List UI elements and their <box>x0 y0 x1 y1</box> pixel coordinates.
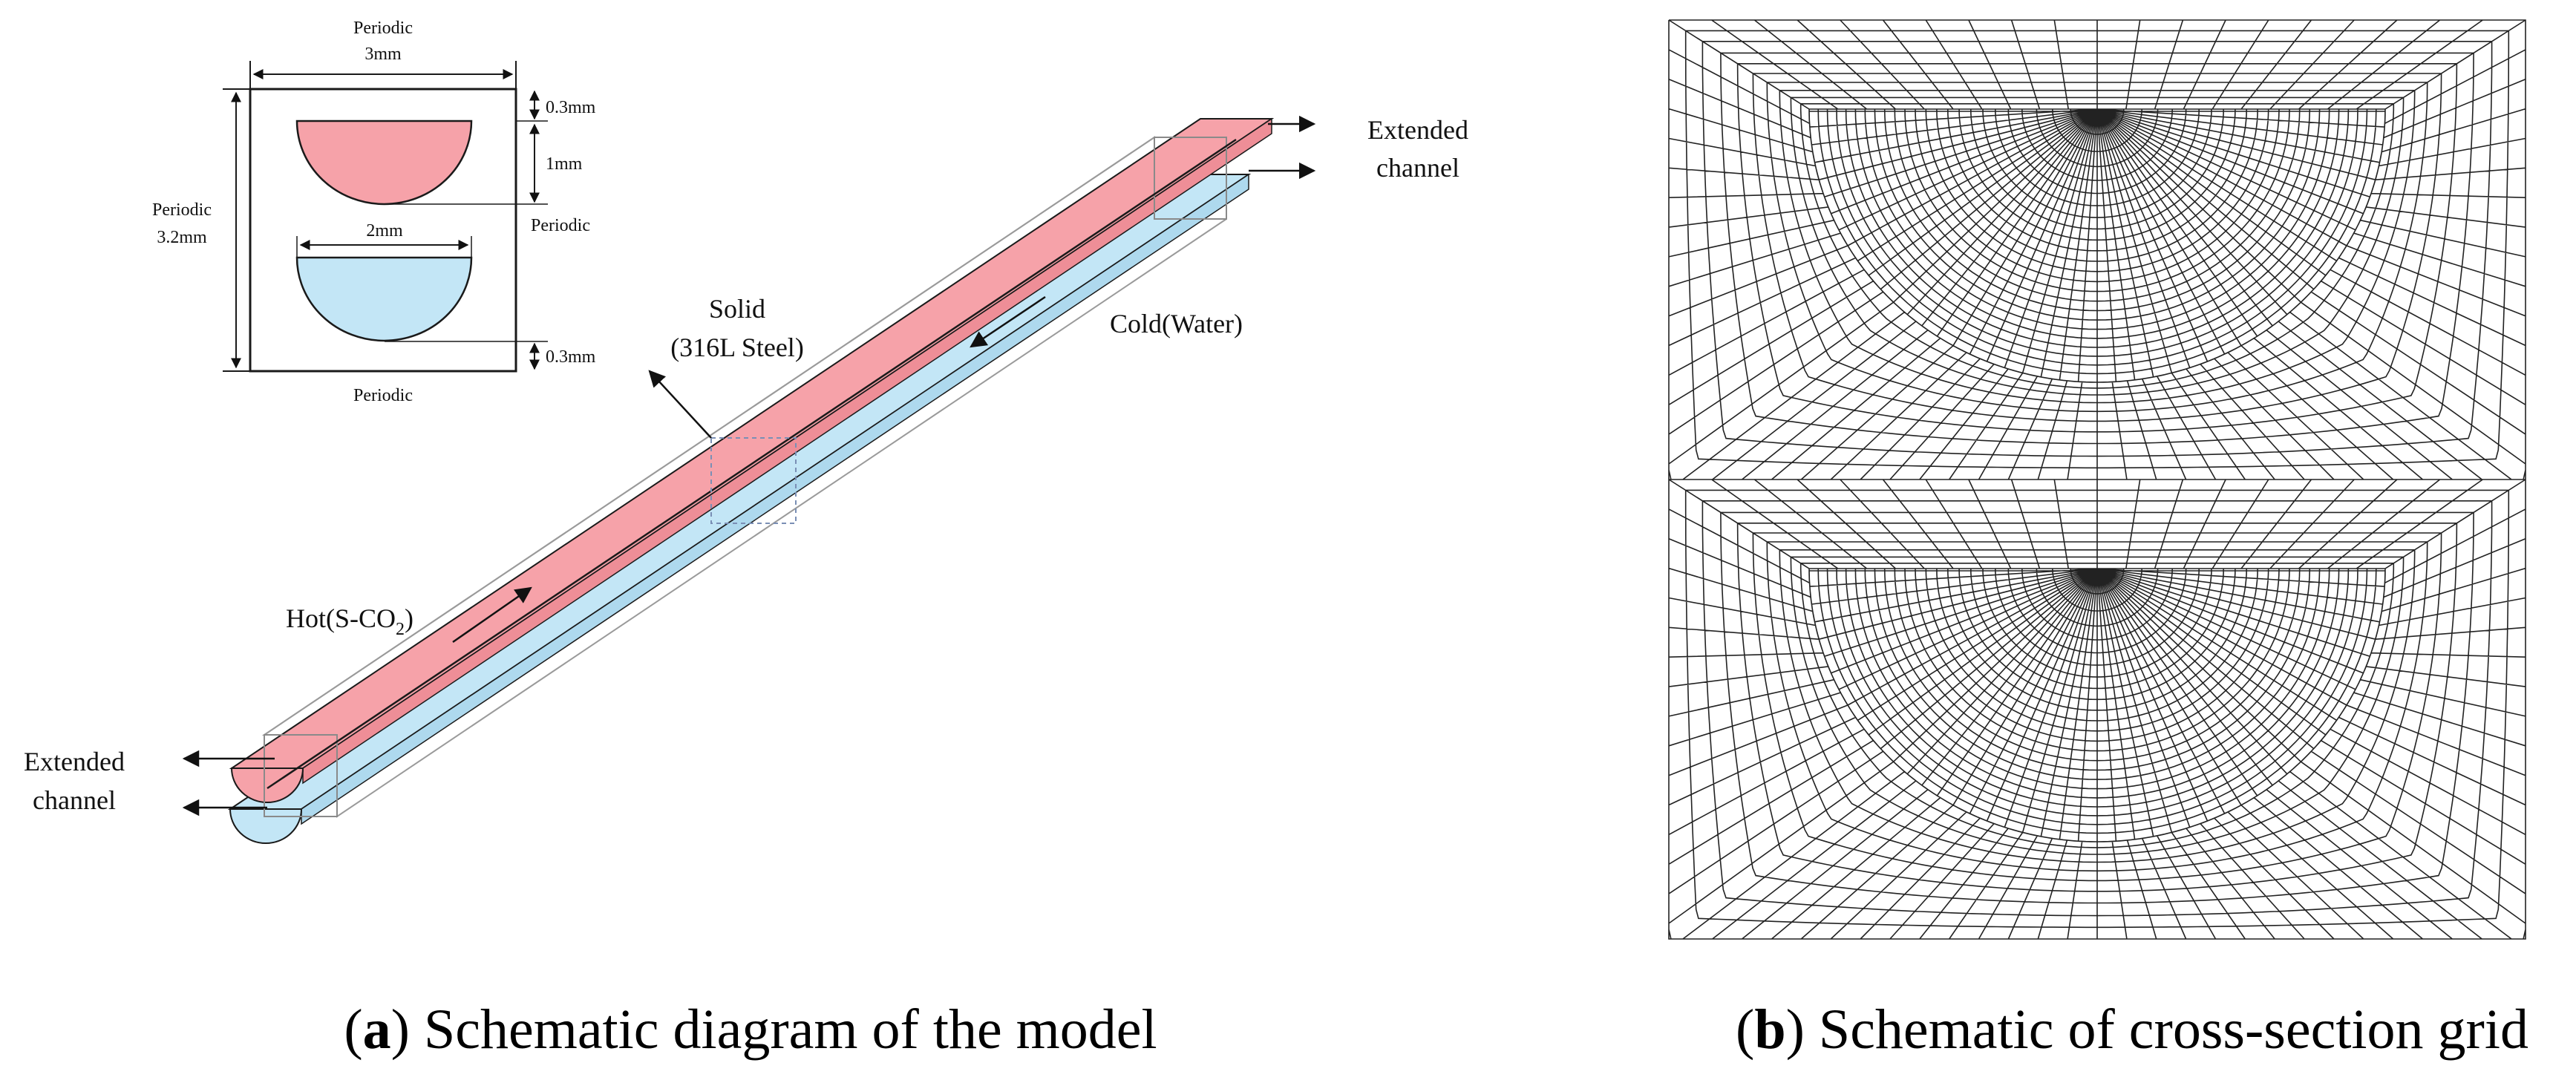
cross-section-mesh <box>1668 19 2526 940</box>
panel-b-cross-section-grid: (b) Schematic of cross-section grid <box>1668 19 2528 1061</box>
solid-material-label: (316L Steel) <box>670 333 804 362</box>
cold-channel-section <box>295 256 473 342</box>
hot-flow-arrow <box>452 586 532 644</box>
extended-channel-right-line1: Extended <box>1367 115 1468 145</box>
top-gap-label: 0.3mm <box>546 98 596 117</box>
height-dimension-label: 3.2mm <box>157 228 207 247</box>
width-dimension-label: 3mm <box>365 45 402 64</box>
extended-channel-left-line1: Extended <box>24 747 125 776</box>
solid-pointer-arrow <box>648 370 712 439</box>
top-periodic-label: Periodic <box>353 19 413 38</box>
right-periodic-label: Periodic <box>531 216 590 235</box>
solid-label: Solid <box>709 294 765 324</box>
bottom-periodic-label: Periodic <box>353 386 413 405</box>
hot-sco2-label: Hot(S-CO2) <box>286 603 413 639</box>
caption-a: (a) Schematic diagram of the model <box>344 998 1157 1061</box>
channel-3d-model <box>182 115 1316 844</box>
bottom-gap-label: 0.3mm <box>546 347 596 367</box>
cold-water-label: Cold(Water) <box>1110 309 1243 338</box>
panel-a-model-schematic: Periodic 3mm 0.3mm 1mm Periodic Periodic… <box>24 19 1468 1061</box>
caption-b: (b) Schematic of cross-section grid <box>1736 998 2528 1061</box>
extended-channel-left-line2: channel <box>33 785 116 815</box>
channel-depth-label: 1mm <box>546 154 583 174</box>
mesh-lines <box>1668 19 2526 940</box>
extended-channel-right-line2: channel <box>1376 153 1459 183</box>
channel-interface-line <box>267 138 1237 790</box>
cold-flow-arrow <box>970 295 1046 348</box>
hot-channel-section <box>295 120 473 206</box>
cross-section-inset: Periodic 3mm 0.3mm 1mm Periodic Periodic… <box>152 19 596 405</box>
channel-width-label: 2mm <box>366 221 403 240</box>
left-periodic-label: Periodic <box>152 200 212 220</box>
unit-cell-boundary <box>249 88 517 373</box>
hot-channel-3d <box>229 117 1275 803</box>
